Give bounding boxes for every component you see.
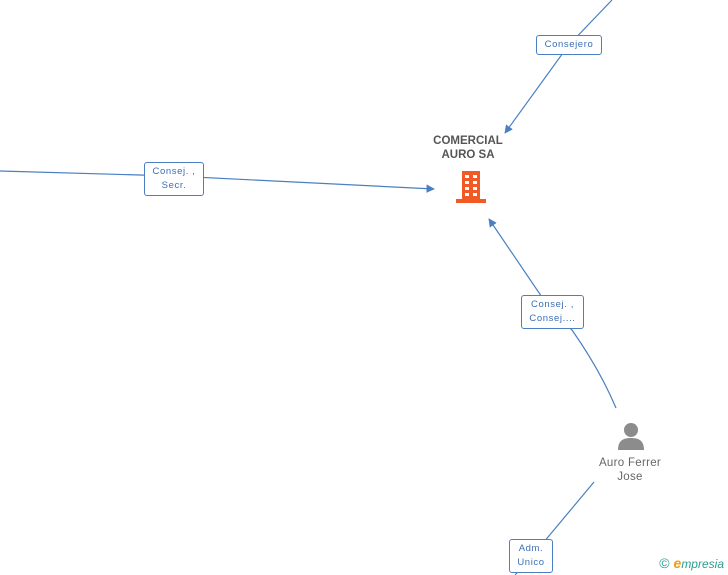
edge-label-bottom[interactable]: Adm. Unico xyxy=(509,539,553,573)
edge-label-bottom-line1: Adm. xyxy=(518,543,544,554)
edge-label-top[interactable]: Consejero xyxy=(536,35,602,55)
company-name-line2: AURO SA xyxy=(441,149,495,161)
company-name[interactable]: COMERCIAL AURO SA xyxy=(418,134,518,162)
person-name[interactable]: Auro Ferrer Jose xyxy=(580,456,680,484)
edge-label-top-text: Consejero xyxy=(544,39,594,50)
copyright-icon: © xyxy=(659,555,670,571)
company-name-line1: COMERCIAL xyxy=(433,135,503,147)
building-icon[interactable] xyxy=(455,170,487,204)
person-name-line1: Auro Ferrer xyxy=(598,457,662,469)
edge-label-person-line1: Consej. , xyxy=(531,299,574,310)
brand-watermark: © empresia xyxy=(659,555,724,571)
person-icon[interactable] xyxy=(616,421,646,451)
edge-line-left xyxy=(0,170,435,193)
person-name-line2: Jose xyxy=(617,471,643,483)
brand-name: mpresia xyxy=(681,557,724,571)
edge-label-person-line2: Consej.... xyxy=(529,313,576,324)
edge-label-left-line2: Secr. xyxy=(161,180,187,191)
edge-label-person[interactable]: Consej. , Consej.... xyxy=(521,295,584,329)
edge-label-left-line1: Consej. , xyxy=(152,166,196,177)
edge-line-top xyxy=(504,0,613,134)
brand-initial: e xyxy=(673,555,682,571)
edge-label-bottom-line2: Unico xyxy=(517,557,545,568)
edge-line-person xyxy=(488,218,617,409)
edge-label-left[interactable]: Consej. , Secr. xyxy=(144,162,204,196)
